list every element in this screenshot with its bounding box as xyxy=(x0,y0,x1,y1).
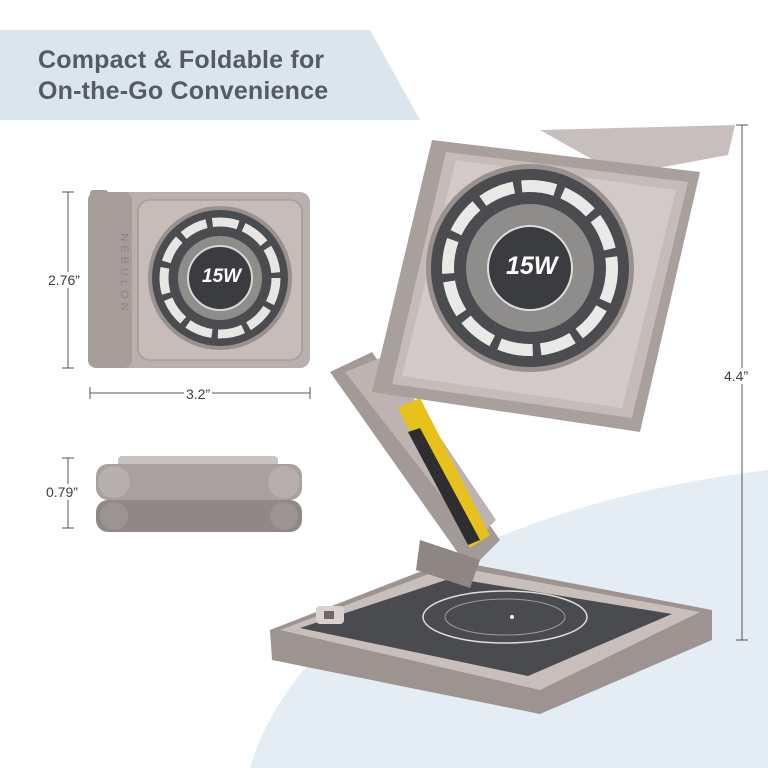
headline-line-1: Compact & Foldable for xyxy=(38,46,325,74)
headline-line-2: On-the-Go Convenience xyxy=(38,77,329,105)
headline-banner xyxy=(0,30,420,120)
folded-thickness-label: 0.79” xyxy=(44,484,80,500)
folded-height-label: 2.76” xyxy=(46,272,82,288)
stand-height-label: 4.4” xyxy=(722,368,751,384)
folded-width-label: 3.2” xyxy=(184,386,213,402)
folded-power-label: 15W xyxy=(202,266,242,287)
stand-power-label: 15W xyxy=(506,252,558,280)
headline-text: Compact & Foldable for On-the-Go Conveni… xyxy=(38,45,398,107)
